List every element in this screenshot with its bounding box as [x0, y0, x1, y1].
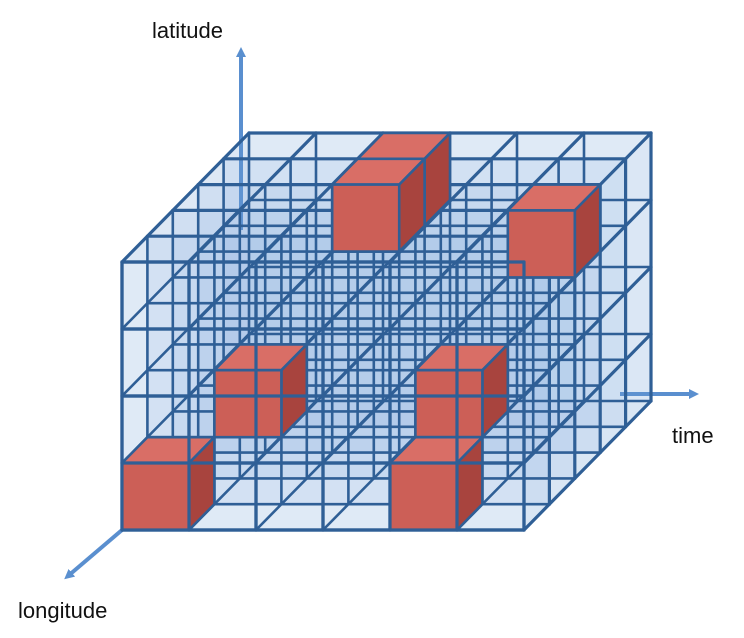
longitude-axis-line: [64, 528, 124, 580]
highlighted-cell-front: [388, 461, 459, 532]
highlighted-cell-front: [120, 461, 191, 532]
highlighted-cell-front: [506, 209, 577, 279]
longitude-axis-label: longitude: [18, 598, 107, 623]
highlighted-cell: [213, 343, 309, 439]
grid-line-z: [522, 399, 653, 532]
highlighted-cell-front: [213, 368, 283, 439]
grid-line-z: [522, 332, 653, 465]
grid-line-z: [120, 131, 251, 264]
highlighted-cell-front: [414, 368, 484, 439]
highlighted-cell: [330, 157, 426, 253]
longitude-axis: longitude: [18, 528, 124, 623]
highlighted-cell-front: [330, 183, 401, 253]
grid-cube: [120, 131, 653, 532]
highlighted-cell: [120, 435, 216, 532]
latitude-axis-label: latitude: [152, 18, 223, 43]
time-axis: time: [620, 389, 714, 448]
highlighted-cell: [388, 435, 484, 532]
highlighted-cell: [414, 343, 510, 439]
time-axis-label: time: [672, 423, 714, 448]
grid-line-z: [187, 131, 318, 264]
grid-line-z: [522, 265, 653, 398]
